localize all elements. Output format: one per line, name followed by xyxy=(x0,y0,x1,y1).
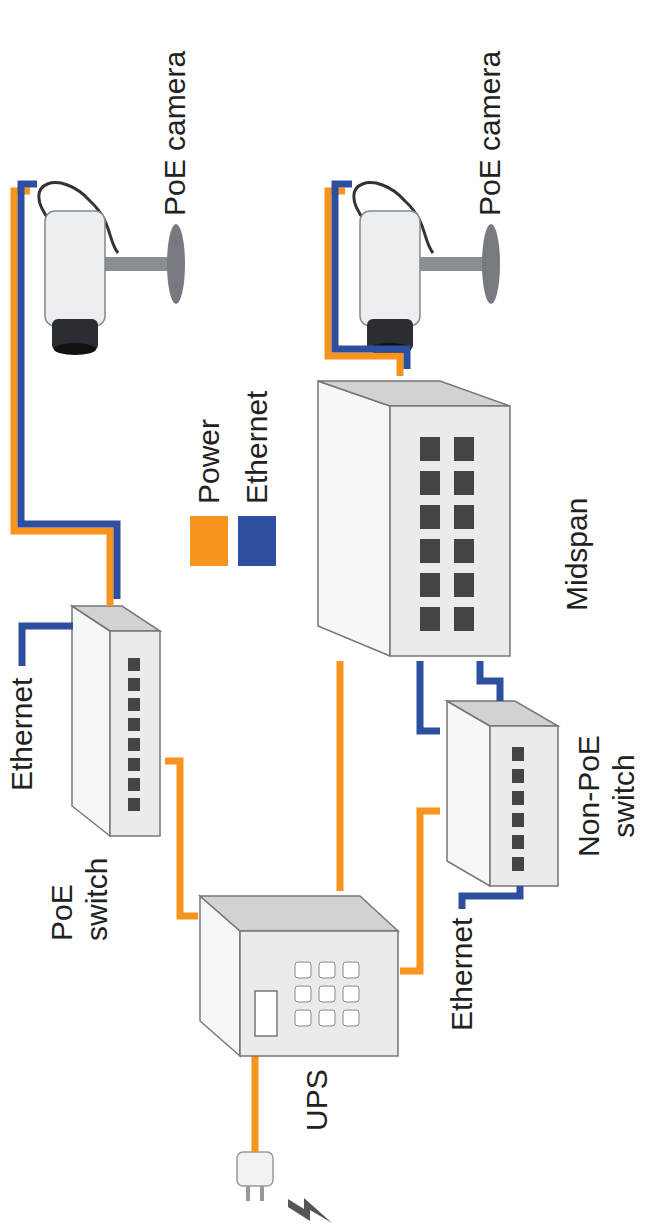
ethernet-feed xyxy=(22,626,73,666)
cable-connector xyxy=(14,184,117,606)
non-poe-switch-unit xyxy=(447,701,558,886)
cable-line xyxy=(165,761,198,916)
switch-node: Non-PoE switch xyxy=(440,701,650,891)
cable-line xyxy=(420,661,440,731)
ups-node: UPS xyxy=(198,891,400,1131)
legend-swatch xyxy=(238,516,276,566)
midspan-node: Midspan xyxy=(310,376,600,661)
midspan-unit xyxy=(318,381,510,656)
switch-ports xyxy=(512,747,524,871)
switch-ports xyxy=(128,658,140,811)
power-cord xyxy=(252,1055,259,1152)
cable-line xyxy=(337,661,344,891)
ethernet-label: Ethernet xyxy=(445,901,480,1031)
cable-connector xyxy=(400,811,440,971)
cable-connector xyxy=(165,761,198,916)
camera-node: PoE camera xyxy=(345,16,520,351)
power-plug xyxy=(237,1152,273,1201)
ethernet-label: Ethernet xyxy=(5,661,40,791)
device-label: Non-PoE switch xyxy=(572,711,641,881)
midspan-ports xyxy=(420,437,474,631)
device-label: PoE switch xyxy=(45,846,114,941)
legend-text: Ethernet xyxy=(240,391,275,504)
device-label: PoE camera xyxy=(473,26,508,216)
device-label: PoE camera xyxy=(158,26,193,216)
lightning-symbol xyxy=(288,1198,332,1223)
cable-connector xyxy=(328,184,407,376)
cable-line xyxy=(400,811,440,971)
device-label: UPS xyxy=(300,1059,335,1131)
legend-text: Power xyxy=(192,419,227,504)
legend-swatch xyxy=(190,516,228,566)
switch-node: PoE switch xyxy=(45,606,165,941)
cable-connector xyxy=(340,661,341,891)
poe-switch-unit xyxy=(72,606,160,836)
ethernet-feed xyxy=(462,886,520,909)
camera-node: PoE camera xyxy=(30,16,205,351)
cable-line xyxy=(480,661,500,701)
device-label: Midspan xyxy=(560,451,595,611)
cable-connector xyxy=(480,661,500,701)
cable-line xyxy=(21,184,117,599)
cable-connector xyxy=(420,661,440,731)
cable-line xyxy=(335,184,407,369)
ups-keypad xyxy=(295,962,359,1026)
ups-unit xyxy=(200,896,398,1056)
legend-row: Ethernet xyxy=(238,391,276,566)
legend-row: Power xyxy=(190,419,228,566)
cable-line xyxy=(14,191,110,606)
